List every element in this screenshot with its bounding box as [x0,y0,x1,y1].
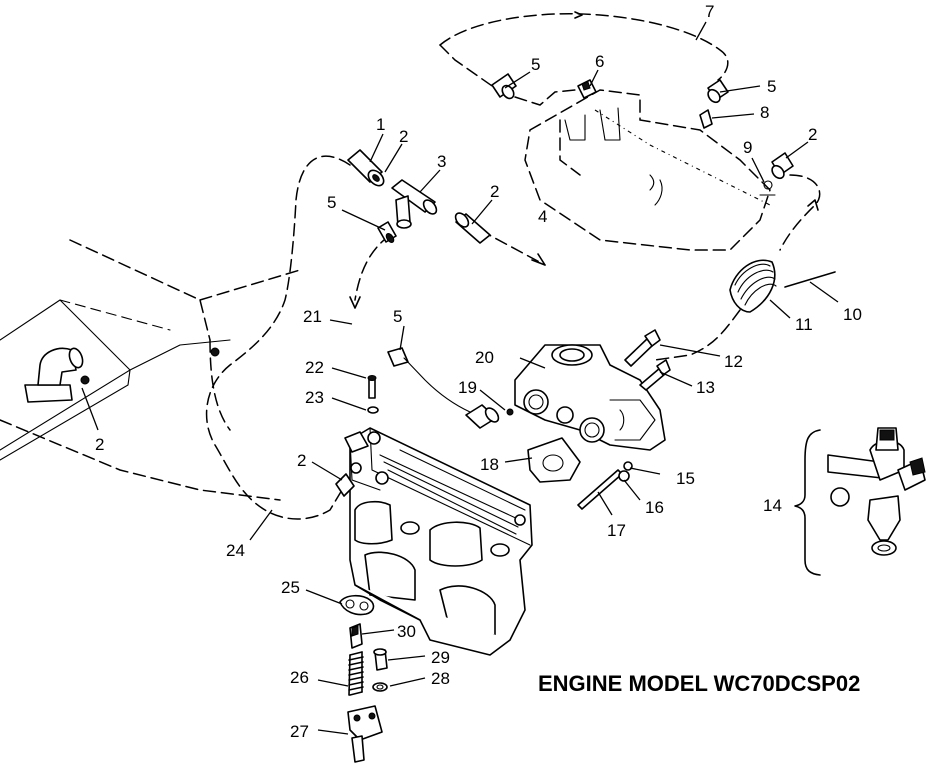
callout-8: 8 [760,103,769,122]
callout-25: 25 [281,578,300,597]
stud-17 [577,469,623,510]
leader-lines [81,21,839,735]
bolt-29 [373,648,388,671]
callout-27: 27 [290,722,309,741]
callout-18: 18 [480,455,499,474]
bellows-11 [729,259,777,313]
hose-11-return [654,174,821,361]
bolt-12 [624,329,661,367]
screw-22 [367,375,377,399]
callout-23: 23 [305,388,324,407]
hull-outline [0,239,301,501]
exhaust-manifold-20 [514,344,666,451]
callout-5-top: 5 [531,55,540,74]
callout-7: 7 [705,2,714,21]
phantom-manifold [524,89,771,251]
plug-30 [349,623,363,649]
callout-10: 10 [843,305,862,324]
hose-4 [479,229,546,266]
callout-28: 28 [431,669,450,688]
callout-2-lower-left: 2 [95,435,104,454]
fitting-5-left [377,221,397,243]
fitting-5-right [707,79,729,104]
callout-20: 20 [475,348,494,367]
callout-5-right: 5 [767,77,776,96]
callout-12: 12 [724,352,743,371]
callout-5-center: 5 [393,307,402,326]
washer-16 [618,470,630,482]
callout-2-hose: 2 [399,127,408,146]
fitting-6 [577,79,597,99]
fitting-5-upper [491,73,576,106]
callout-1: 1 [376,115,385,134]
clamp-5-center [387,347,471,413]
hose-7 [439,11,729,96]
gasket-18 [527,437,581,483]
callout-14: 14 [763,496,782,515]
callout-17: 17 [607,521,626,540]
callout-2-right: 2 [808,125,817,144]
fitting-9 [759,180,776,196]
callout-16: 16 [645,498,664,517]
fitting-8 [699,109,713,129]
callout-6: 6 [595,52,604,71]
gasket-25 [339,594,375,616]
fitting-19 [465,404,514,429]
callout-15: 15 [676,469,695,488]
engine-model-title: ENGINE MODEL WC70DCSP02 [538,671,860,696]
tee-fitting-3 [391,179,438,229]
callout-24: 24 [226,541,245,560]
callout-2-block: 2 [297,451,306,470]
hose-fitting-2-middle [454,212,491,244]
kit-14 [794,427,926,576]
callout-3: 3 [437,152,446,171]
callout-21: 21 [303,307,322,326]
spring-26 [348,651,364,696]
callout-5-left: 5 [327,193,336,212]
callout-2-middle: 2 [490,182,499,201]
callout-22: 22 [305,358,324,377]
elbow-fitting-left [24,347,90,403]
callout-9: 9 [743,138,752,157]
rod-10 [784,271,836,288]
callout-30: 30 [397,622,416,641]
hose-1 [347,149,385,187]
callout-19: 19 [458,378,477,397]
callout-labels: 1 2 3 5 2 4 5 6 7 5 8 2 9 10 11 12 13 20… [95,2,862,741]
callout-11: 11 [795,315,813,334]
fitting-27 [347,705,383,763]
callout-26: 26 [290,668,309,687]
callout-13: 13 [696,378,715,397]
callout-4: 4 [538,207,547,226]
fitting-2-right [771,152,794,180]
cylinder-block [344,427,533,656]
washer-28 [372,682,388,692]
callout-29: 29 [431,648,450,667]
washer-23 [367,406,379,414]
